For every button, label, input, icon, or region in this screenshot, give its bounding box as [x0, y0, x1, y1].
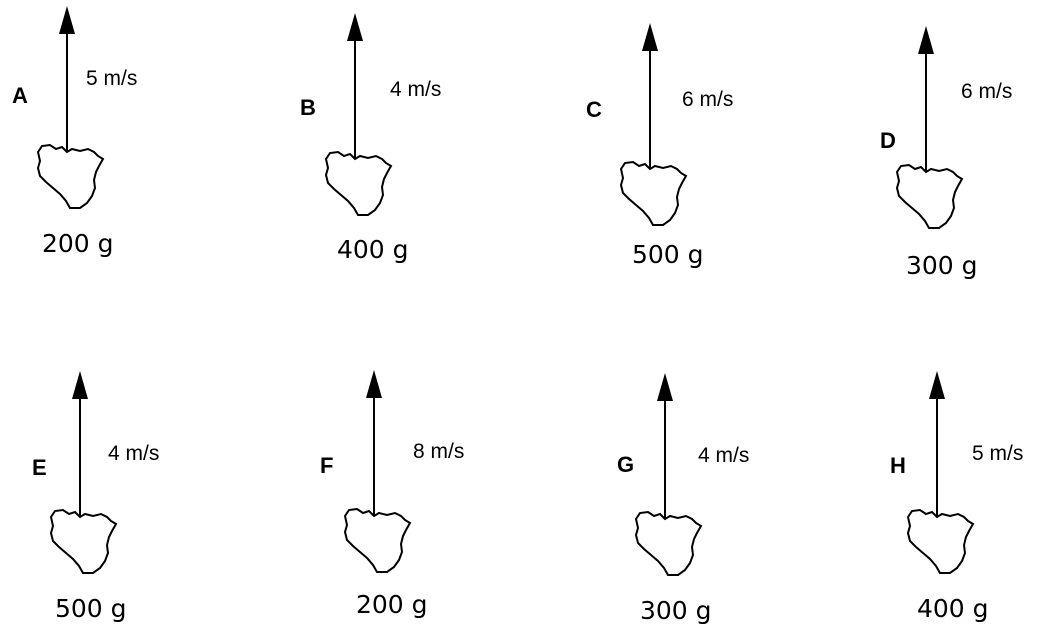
- rock-arrow-figure: [36, 6, 105, 209]
- speed-label: 8 m/s: [413, 440, 465, 463]
- rock-icon: [619, 160, 688, 226]
- mass-label: 400 g: [917, 594, 989, 623]
- rock-arrow-figure: [343, 370, 412, 573]
- rock-item-g: G 4 m/s 300 g: [0, 0, 749, 625]
- velocity-diagram: A 5 m/s 200 g B 4 m/s 400 g C 6 m/s 500 …: [0, 0, 1023, 625]
- rock-item-h: H 5 m/s 400 g: [0, 0, 1023, 623]
- rock-arrow-figure: [324, 13, 393, 216]
- arrow-head-icon: [366, 370, 382, 398]
- rock-icon: [906, 508, 975, 574]
- arrow-head-icon: [72, 371, 88, 399]
- arrow-head-icon: [929, 371, 945, 399]
- rock-arrow-figure: [895, 26, 964, 229]
- label-letter: F: [320, 453, 334, 478]
- label-letter: E: [32, 455, 47, 480]
- speed-label: 4 m/s: [698, 444, 750, 467]
- rock-arrow-figure: [49, 371, 118, 574]
- arrow-head-icon: [657, 373, 673, 401]
- rock-icon: [343, 507, 412, 573]
- mass-label: 300 g: [906, 251, 978, 280]
- rock-item-c: C 6 m/s 500 g: [0, 0, 733, 300]
- rock-icon: [324, 150, 393, 216]
- mass-label: 200 g: [42, 229, 114, 258]
- speed-label: 6 m/s: [961, 80, 1013, 103]
- rock-arrow-figure: [634, 373, 703, 576]
- speed-label: 4 m/s: [390, 78, 442, 101]
- arrow-head-icon: [918, 26, 934, 54]
- rock-icon: [895, 163, 964, 229]
- rock-icon: [634, 510, 703, 576]
- mass-label: 300 g: [640, 596, 712, 625]
- rock-arrow-figure: [619, 23, 688, 226]
- mass-label: 400 g: [337, 235, 409, 264]
- rock-item-f: F 8 m/s 200 g: [0, 0, 464, 619]
- arrow-head-icon: [347, 13, 363, 41]
- label-letter: B: [300, 95, 316, 120]
- speed-label: 4 m/s: [108, 442, 160, 465]
- rock-item-b: B 4 m/s 400 g: [0, 0, 441, 300]
- rock-arrow-figure: [906, 371, 975, 574]
- speed-label: 6 m/s: [682, 88, 734, 111]
- mass-label: 500 g: [55, 594, 127, 623]
- arrow-head-icon: [642, 23, 658, 51]
- rock-item-a: A 5 m/s 200 g: [0, 0, 200, 300]
- label-letter: C: [586, 97, 602, 122]
- speed-label: 5 m/s: [86, 67, 138, 90]
- label-letter: G: [617, 452, 635, 477]
- speed-label: 5 m/s: [972, 442, 1024, 465]
- arrow-head-icon: [59, 6, 75, 34]
- mass-label: 200 g: [356, 590, 428, 619]
- rock-item-d: D 6 m/s 300 g: [0, 0, 1012, 300]
- mass-label: 500 g: [632, 240, 704, 269]
- label-letter: H: [890, 453, 906, 478]
- rock-icon: [49, 508, 118, 574]
- label-letter: A: [12, 83, 28, 108]
- rock-item-e: E 4 m/s 500 g: [0, 0, 200, 623]
- label-letter: D: [880, 128, 896, 153]
- rock-icon: [36, 143, 105, 209]
